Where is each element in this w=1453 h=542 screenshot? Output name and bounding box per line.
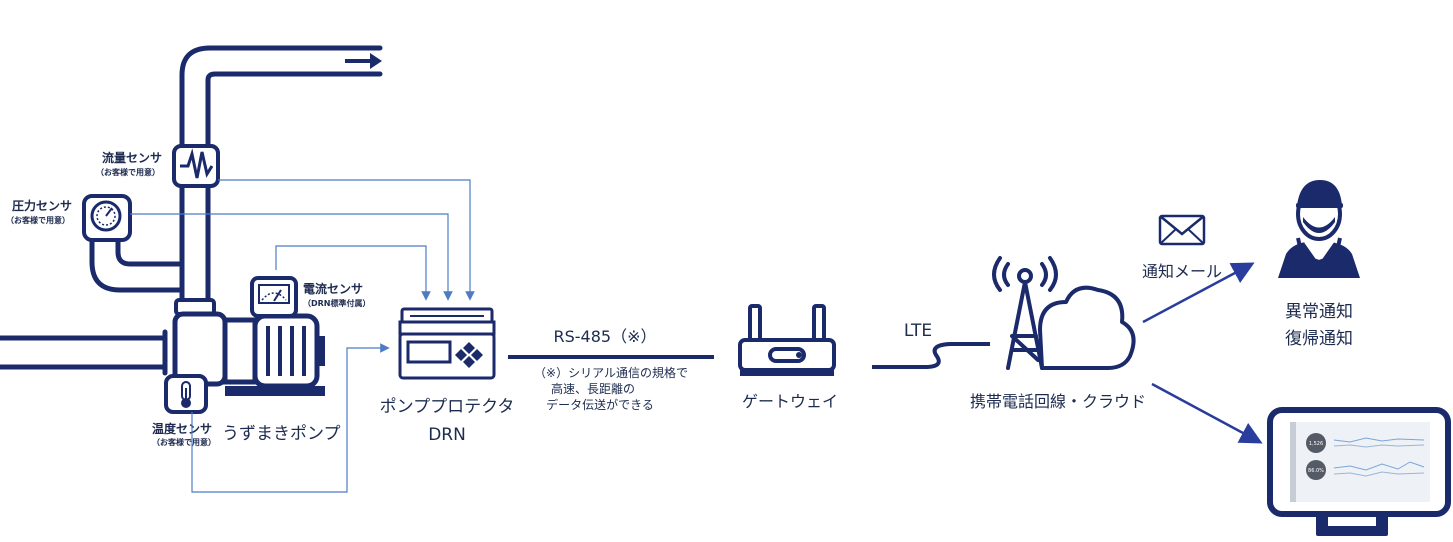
cell-tower-cloud-icon — [992, 256, 1136, 370]
pump-label: うずまきポンプ — [222, 424, 341, 444]
waveform-sensor-icon — [172, 144, 220, 188]
protector-label-line2: DRN — [428, 425, 466, 445]
router-gateway-icon — [738, 304, 836, 376]
pressure-sensor-title: 圧力センサ — [12, 198, 72, 213]
worker-avatar-icon — [1278, 180, 1360, 278]
rs485-label: RS-485（※） — [554, 327, 657, 346]
thermometer-icon — [164, 374, 208, 414]
protector-label-line1: ポンププロテクタ — [380, 397, 515, 417]
outlet-arrow — [345, 53, 382, 69]
dashboard-arrow — [1151, 382, 1263, 444]
monitor-dashboard-icon: 1,526 86.0% — [1267, 407, 1451, 536]
envelope-icon — [1158, 214, 1206, 246]
current-sensor-note: （DRN標準付属） — [303, 298, 371, 308]
rs485-note-line3: データ伝送ができる — [546, 397, 654, 412]
person-label-line2: 復帰通知 — [1285, 329, 1353, 349]
lte-link — [872, 342, 990, 369]
flow-sensor-note: （お客様で用意） — [96, 167, 160, 177]
lte-label: LTE — [904, 321, 932, 341]
mail-label: 通知メール — [1142, 262, 1222, 281]
rs485-note-line1: （※）シリアル通信の規格で — [534, 365, 688, 380]
notify-arrow — [1142, 262, 1255, 324]
pump-protector-device-icon — [398, 307, 496, 380]
temperature-sensor-title: 温度センサ — [152, 421, 212, 436]
sensor-signal-lines — [130, 179, 475, 493]
gauge-value-2: 86.0% — [1308, 468, 1324, 474]
current-sensor-title: 電流センサ — [303, 281, 363, 296]
rs485-note-line2: 高速、長距離の — [551, 381, 635, 396]
pressure-sensor-note: （お客様で用意） — [6, 215, 70, 225]
gauge-value-1: 1,526 — [1309, 441, 1323, 447]
gateway-label: ゲートウェイ — [742, 392, 838, 411]
cloud-label: 携帯電話回線・クラウド — [970, 392, 1146, 411]
person-label-line1: 異常通知 — [1285, 302, 1353, 322]
ammeter-icon — [250, 276, 298, 318]
piping — [0, 45, 383, 376]
temperature-sensor-note: （お客様で用意） — [152, 437, 216, 447]
pressure-gauge-icon — [82, 194, 132, 242]
flow-sensor-title: 流量センサ — [102, 150, 162, 165]
